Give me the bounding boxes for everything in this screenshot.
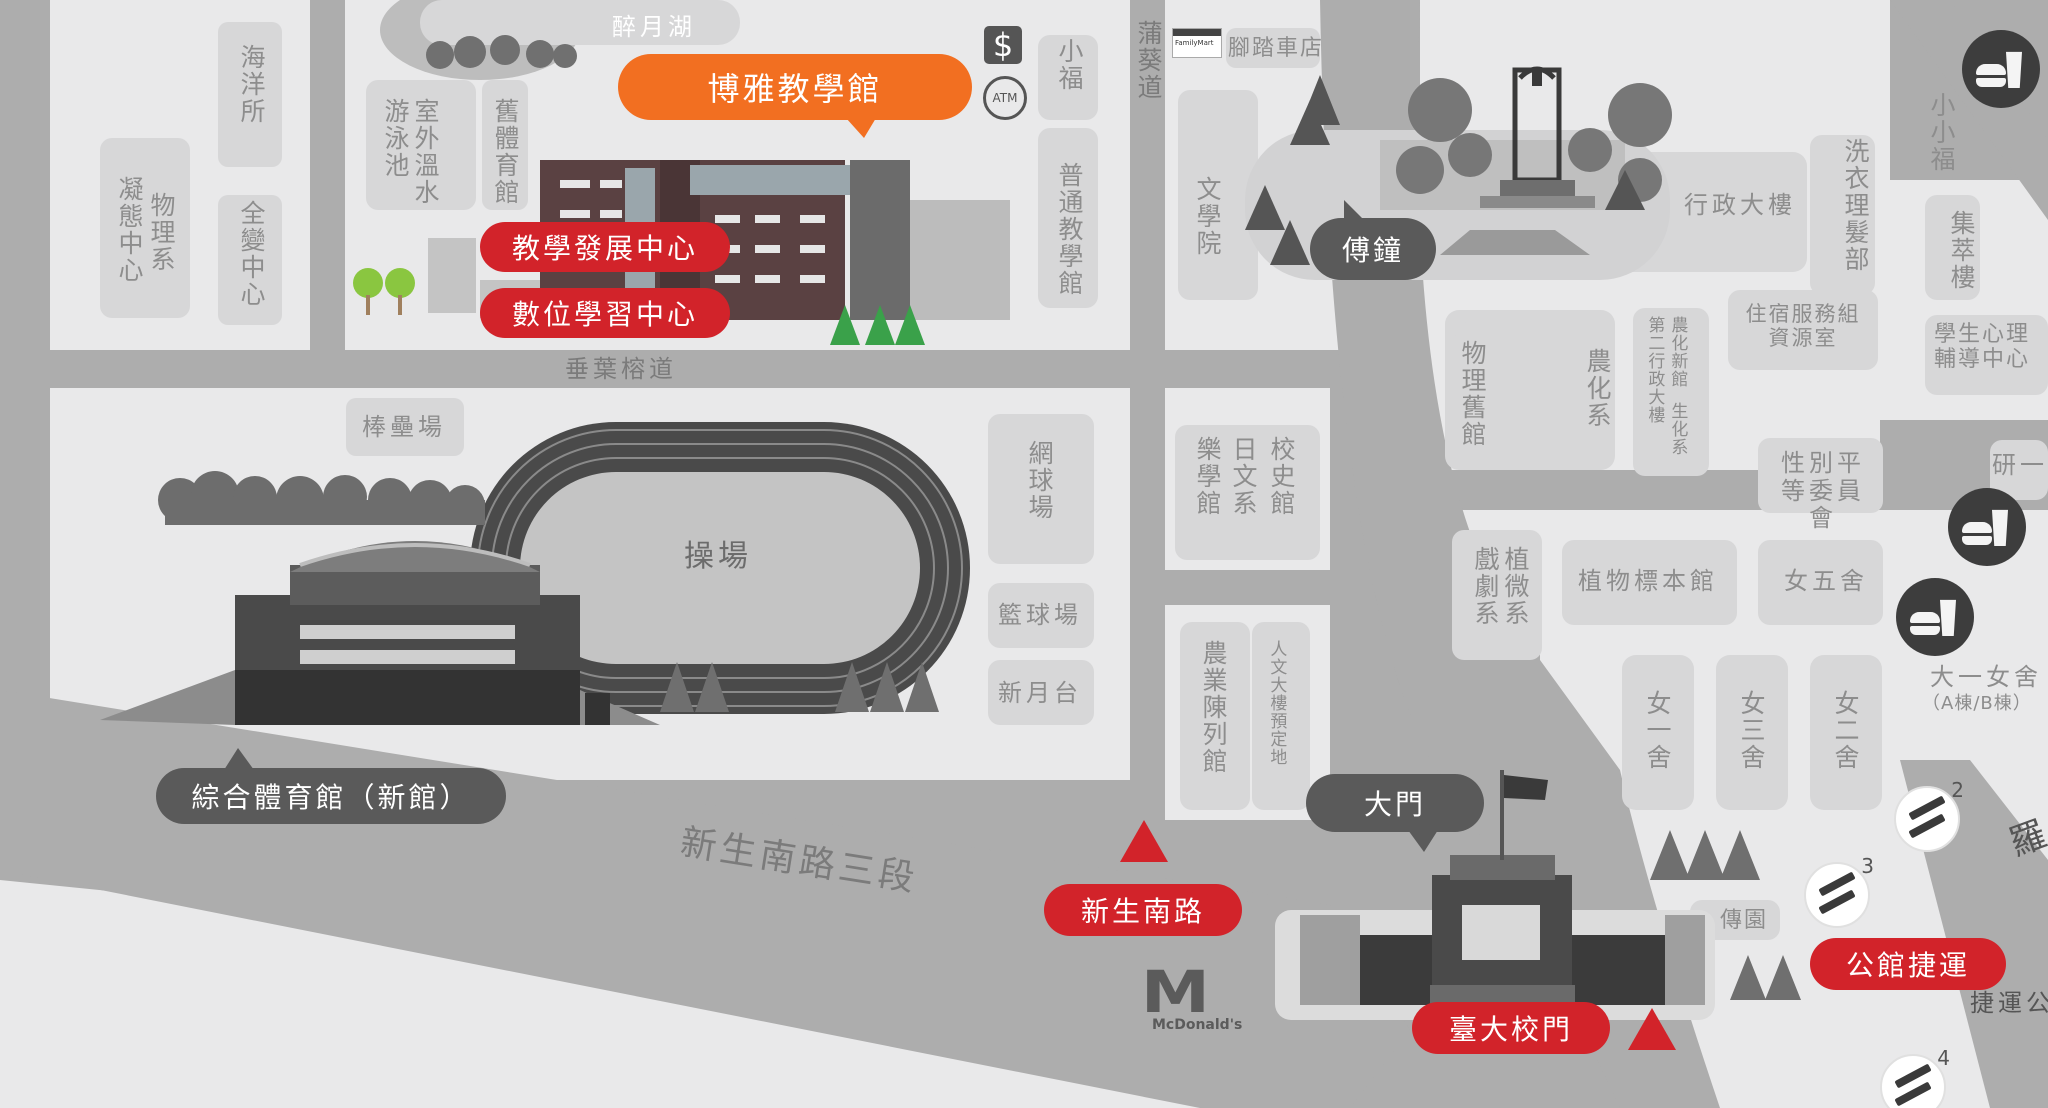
small-trees — [660, 662, 1801, 1000]
biochem-label: 生化系 — [1667, 402, 1688, 456]
mcdonalds-arches: M — [1140, 958, 1210, 1026]
gongguan-metro-callout[interactable]: 公館捷運 — [1810, 938, 2006, 990]
metro-exit-number: 3 — [1861, 854, 1874, 878]
agchem-new-label: 農化新館 — [1667, 316, 1688, 388]
drink-icon — [1940, 599, 1956, 636]
drama-label: 戲劇系 — [1471, 546, 1500, 627]
jicui-label: 集萃樓 — [1947, 210, 1976, 291]
metro-exit-2-icon[interactable]: 2 — [1894, 778, 1964, 852]
outdoor-pool-label: 室外溫水游泳池 — [381, 98, 440, 206]
campus-gate-callout[interactable]: 臺大校門 — [1412, 1002, 1610, 1054]
laundry-label: 洗衣理髮部 — [1841, 138, 1870, 273]
xiaoxiaofu-label: 小小福 — [1927, 92, 1956, 173]
gym-building — [100, 541, 660, 725]
atm-icon: ATM — [983, 76, 1027, 120]
food-icon-3[interactable] — [1896, 578, 1974, 656]
liberal-arts-label: 文學院 — [1193, 176, 1222, 257]
second-admin-label: 第二行政大樓 — [1644, 316, 1665, 424]
female1-label: 女一舍 — [1643, 690, 1672, 771]
music-hall-label: 樂學館 — [1193, 436, 1222, 517]
campus-gate-building — [1275, 770, 1715, 1020]
gender-equality-label: 性別平等委員會 — [1781, 449, 1865, 533]
new-gym-callout[interactable]: 綜合體育館（新館） — [156, 768, 506, 824]
condensed-matter-label: 凝態中心 — [115, 176, 144, 284]
boya-callout-tail — [846, 118, 876, 138]
baseball-label: 棒壘場 — [362, 413, 446, 441]
gate-callout[interactable]: 大門 — [1306, 774, 1484, 832]
ocean-institute-label: 海洋所 — [237, 44, 266, 125]
herbarium-label: 植物標本館 — [1578, 567, 1718, 595]
chuiye-road-label: 垂葉榕道 — [565, 355, 677, 383]
female2-label: 女二舍 — [1831, 690, 1860, 771]
female5-label: 女五舍 — [1784, 567, 1868, 595]
agri-hall-label: 農業陳列館 — [1199, 640, 1228, 775]
trees-gym — [158, 471, 485, 525]
gate-callout-tail — [1408, 830, 1438, 852]
drink-icon — [1992, 509, 2008, 546]
burger-icon — [1962, 522, 1992, 546]
counseling-label: 學生心理輔導中心 — [1934, 322, 2031, 373]
bell-callout[interactable]: 傅鐘 — [1310, 218, 1436, 280]
burger-icon — [1976, 64, 2006, 88]
housing-label: 住宿服務組資源室 — [1745, 302, 1861, 351]
general-hall-label: 普通教學館 — [1055, 162, 1084, 297]
metro-exit-4-icon[interactable]: 4 — [1880, 1046, 1950, 1108]
food-icon-2[interactable] — [1948, 488, 2026, 566]
basketball-label: 籃球場 — [998, 601, 1082, 629]
familymart-icon: FamilyMart — [1172, 28, 1222, 58]
food-icon-1[interactable] — [1962, 30, 2040, 108]
new-gym-callout-tail — [224, 748, 254, 770]
playground-label: 操場 — [684, 539, 752, 574]
metro-exit-number: 2 — [1951, 778, 1964, 802]
digital-learning-callout[interactable]: 數位學習中心 — [480, 288, 730, 338]
lake-label: 醉月湖 — [612, 13, 696, 41]
track — [470, 422, 970, 714]
physics-old-ring — [1455, 320, 1605, 460]
money-icon: $ — [984, 26, 1022, 64]
physics-old-label: 物理舊館 — [1458, 340, 1487, 448]
history-museum-label: 校史館 — [1267, 436, 1296, 517]
bell-callout-tail — [1344, 200, 1366, 222]
campus-gate-marker — [1628, 1008, 1676, 1050]
admin-building-label: 行政大樓 — [1684, 191, 1796, 219]
drink-icon — [2006, 51, 2022, 88]
old-gym-label: 舊體育館 — [491, 98, 520, 206]
plant-micro-label: 植微系 — [1501, 546, 1530, 627]
freshman-dorm-sub-label: （A棟/B棟） — [1922, 693, 2032, 714]
freshman-dorm-label: 大一女舍 — [1930, 663, 2042, 691]
teaching-center-callout[interactable]: 教學發展中心 — [480, 222, 730, 272]
familymart-text: FamilyMart — [1175, 39, 1214, 47]
agchem-label: 農化系 — [1583, 348, 1612, 429]
lake — [380, 0, 740, 80]
metro-gongguan-label: 捷運公 — [1970, 989, 2048, 1017]
xinsheng-station-callout[interactable]: 新生南路 — [1044, 884, 1242, 936]
mcdonalds-icon: M McDonald's — [1141, 963, 1243, 1033]
burger-icon — [1910, 612, 1940, 636]
research-label: 研一 — [1992, 451, 2048, 479]
xinsheng-station-marker — [1120, 820, 1168, 862]
puke-road-label: 蒲葵道 — [1134, 20, 1163, 101]
metro-exit-3-icon[interactable]: 3 — [1804, 854, 1874, 928]
global-change-label: 全變中心 — [237, 200, 266, 308]
female3-label: 女三舍 — [1737, 690, 1766, 771]
boya-callout[interactable]: 博雅教學館 — [618, 54, 972, 120]
new-moon-label: 新月台 — [998, 679, 1082, 707]
humanities-label: 人文大樓預定地 — [1266, 640, 1287, 766]
chuanyuan-label: 傳園 — [1720, 908, 1769, 933]
metro-exit-number: 4 — [1937, 1046, 1950, 1070]
familymart-stripe — [1173, 29, 1221, 36]
japanese-dept-label: 日文系 — [1229, 436, 1258, 517]
bike-shop-label: 腳踏車店 — [1228, 36, 1325, 61]
physics-dept-label: 物理系 — [147, 192, 176, 273]
mcdonalds-wordmark: McDonald's — [1152, 1017, 1243, 1033]
tennis-label: 網球場 — [1025, 440, 1054, 521]
xiaofu-label: 小福 — [1055, 38, 1084, 92]
